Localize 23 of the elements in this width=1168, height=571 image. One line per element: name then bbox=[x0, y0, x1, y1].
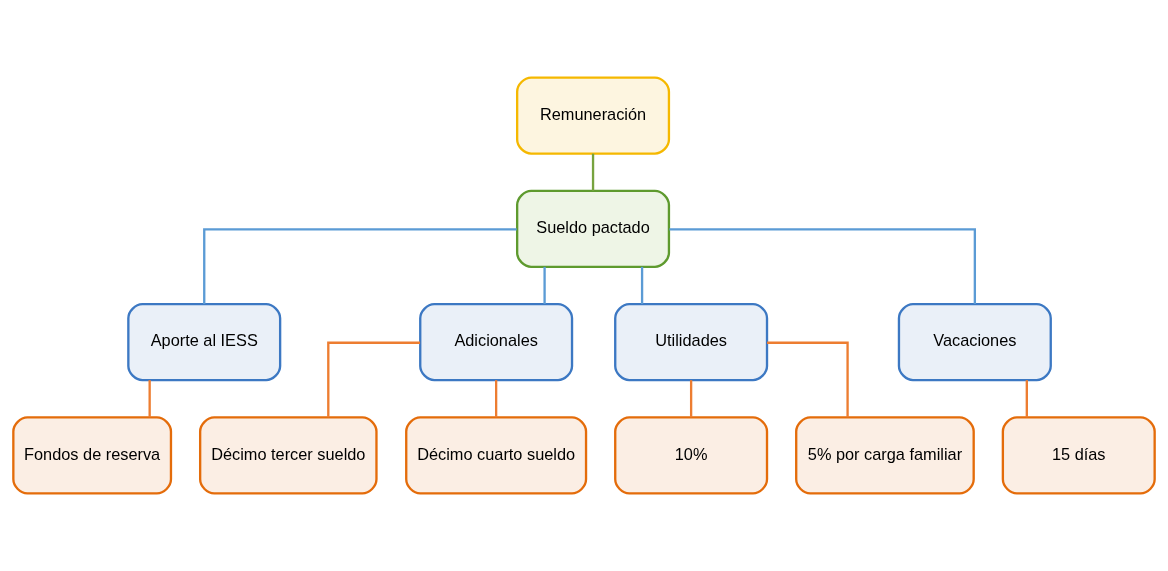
node-box: Décimo cuarto sueldo bbox=[405, 416, 588, 495]
node-box: Sueldo pactado bbox=[516, 189, 671, 268]
connector bbox=[640, 266, 644, 304]
node-box: Utilidades bbox=[614, 303, 769, 382]
connector bbox=[591, 153, 595, 191]
connector bbox=[494, 380, 498, 418]
node-box: Remuneración bbox=[516, 76, 671, 155]
connector bbox=[669, 228, 976, 304]
node-box: 5% por carga familiar bbox=[795, 416, 975, 495]
node-box: Fondos de reserva bbox=[12, 416, 173, 495]
node-box: 10% bbox=[614, 416, 769, 495]
connector bbox=[1025, 380, 1028, 418]
connector bbox=[767, 341, 849, 418]
connector bbox=[689, 380, 693, 418]
node-box: Vacaciones bbox=[897, 303, 1052, 382]
connector bbox=[327, 341, 421, 418]
node-box: Adicionales bbox=[419, 303, 574, 382]
connector bbox=[543, 266, 546, 304]
node-box: 15 días bbox=[1001, 416, 1156, 495]
connector bbox=[148, 380, 151, 418]
node-box: Aporte al IESS bbox=[127, 303, 282, 382]
connector bbox=[203, 228, 517, 304]
node-box: Décimo tercer sueldo bbox=[199, 416, 378, 495]
